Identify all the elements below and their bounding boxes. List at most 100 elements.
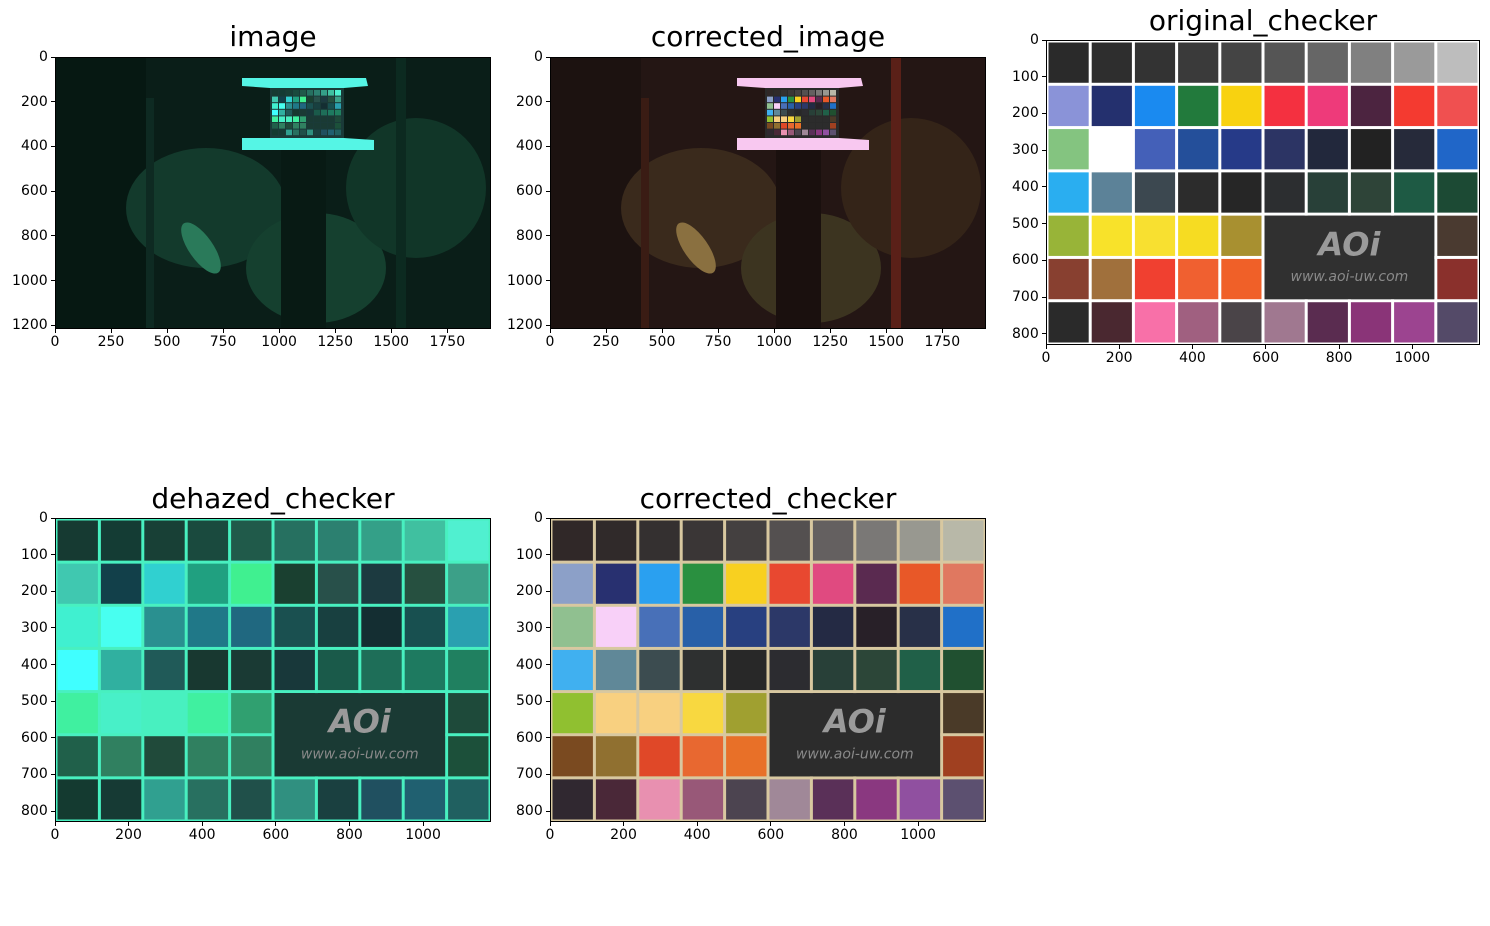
mini-patch — [293, 90, 299, 96]
mini-patch — [788, 116, 794, 122]
y-tick-label: 800 — [21, 803, 48, 819]
mini-patch — [788, 129, 794, 136]
y-tick-label: 500 — [516, 693, 543, 710]
mini-patch — [774, 116, 780, 122]
color-patch — [57, 649, 98, 691]
color-patch — [1394, 85, 1435, 127]
mini-patch — [314, 123, 320, 129]
y-tick-label: 300 — [516, 619, 543, 636]
color-patch — [899, 606, 941, 647]
x-tick-mark — [446, 329, 448, 333]
color-patch — [231, 606, 272, 647]
color-patch — [144, 693, 185, 734]
y-tick-mark — [51, 56, 55, 58]
mini-patch — [321, 109, 327, 116]
mini-patch — [781, 129, 787, 136]
color-patch — [1394, 42, 1435, 83]
color-patch — [943, 779, 984, 820]
mini-patch — [314, 96, 320, 103]
color-patch — [317, 649, 359, 691]
mini-patch — [300, 123, 306, 129]
y-tick-label: 800 — [1012, 325, 1039, 342]
mini-patch — [781, 90, 787, 96]
color-patch — [57, 606, 98, 647]
y-tick-mark — [546, 737, 550, 739]
x-tick-mark — [1118, 345, 1120, 349]
color-patch — [812, 563, 854, 604]
mini-patch — [279, 123, 285, 129]
x-tick-mark — [549, 329, 551, 333]
mini-patch — [809, 116, 815, 122]
color-patch — [404, 606, 446, 647]
color-patch — [595, 649, 637, 691]
x-tick-mark — [917, 822, 919, 826]
mini-patch — [307, 116, 313, 122]
color-patch — [1394, 302, 1435, 343]
mini-patch — [293, 103, 299, 109]
color-patch — [812, 779, 854, 820]
y-tick-label: 0 — [534, 49, 543, 65]
color-patch — [187, 736, 229, 777]
y-tick-mark — [51, 627, 55, 629]
mini-patch — [314, 90, 320, 96]
mini-patch — [823, 96, 829, 103]
color-patch — [899, 649, 941, 691]
mini-patch — [781, 109, 787, 116]
color-patch — [231, 693, 272, 734]
color-patch — [100, 520, 142, 561]
color-patch — [1221, 85, 1262, 127]
color-patch — [856, 606, 897, 647]
x-tick-label: 600 — [1252, 350, 1280, 366]
y-tick-label: 300 — [1012, 142, 1039, 159]
x-tick-mark — [623, 822, 625, 826]
color-patch — [1307, 85, 1348, 127]
watermark-text: www.aoi-uw.com — [1291, 269, 1409, 285]
y-tick-mark — [546, 190, 550, 192]
color-patch — [639, 606, 680, 647]
color-patch — [552, 520, 593, 561]
color-patch — [726, 563, 767, 604]
color-patch — [1178, 85, 1219, 127]
color-patch — [595, 563, 637, 604]
mini-patch — [300, 103, 306, 109]
x-tick-label: 0 — [545, 827, 555, 843]
y-tick-mark — [51, 554, 55, 556]
y-tick-label: 700 — [1012, 289, 1039, 306]
color-patch — [274, 649, 315, 691]
y-tick-mark — [51, 190, 55, 192]
color-patch — [100, 649, 142, 691]
y-tick-mark — [1042, 112, 1046, 114]
color-patch — [187, 563, 229, 604]
x-tick-mark — [941, 329, 943, 333]
y-tick-label: 600 — [516, 729, 543, 746]
color-patch — [595, 606, 637, 647]
mini-patch — [795, 116, 801, 122]
image-axes — [550, 57, 986, 329]
mini-patch — [279, 109, 285, 116]
y-tick-mark — [51, 324, 55, 326]
color-patch — [57, 779, 98, 820]
y-tick-label: 800 — [516, 227, 543, 244]
color-patch — [448, 649, 489, 691]
color-patch — [1264, 302, 1305, 343]
mini-patch — [321, 123, 327, 129]
x-tick-mark — [773, 329, 775, 333]
y-tick-mark — [546, 324, 550, 326]
color-patch — [404, 563, 446, 604]
color-patch — [144, 779, 185, 820]
color-patch — [361, 563, 402, 604]
mini-patch — [293, 116, 299, 122]
mini-patch — [823, 129, 829, 136]
mini-patch — [802, 90, 808, 96]
color-patch — [943, 520, 984, 561]
y-tick-label: 0 — [39, 510, 48, 526]
y-tick-mark — [546, 145, 550, 147]
color-patch — [404, 520, 446, 561]
color-patch — [100, 693, 142, 734]
color-patch — [57, 563, 98, 604]
mini-patch — [823, 109, 829, 116]
color-patch — [1048, 172, 1089, 213]
y-tick-mark — [1042, 259, 1046, 261]
